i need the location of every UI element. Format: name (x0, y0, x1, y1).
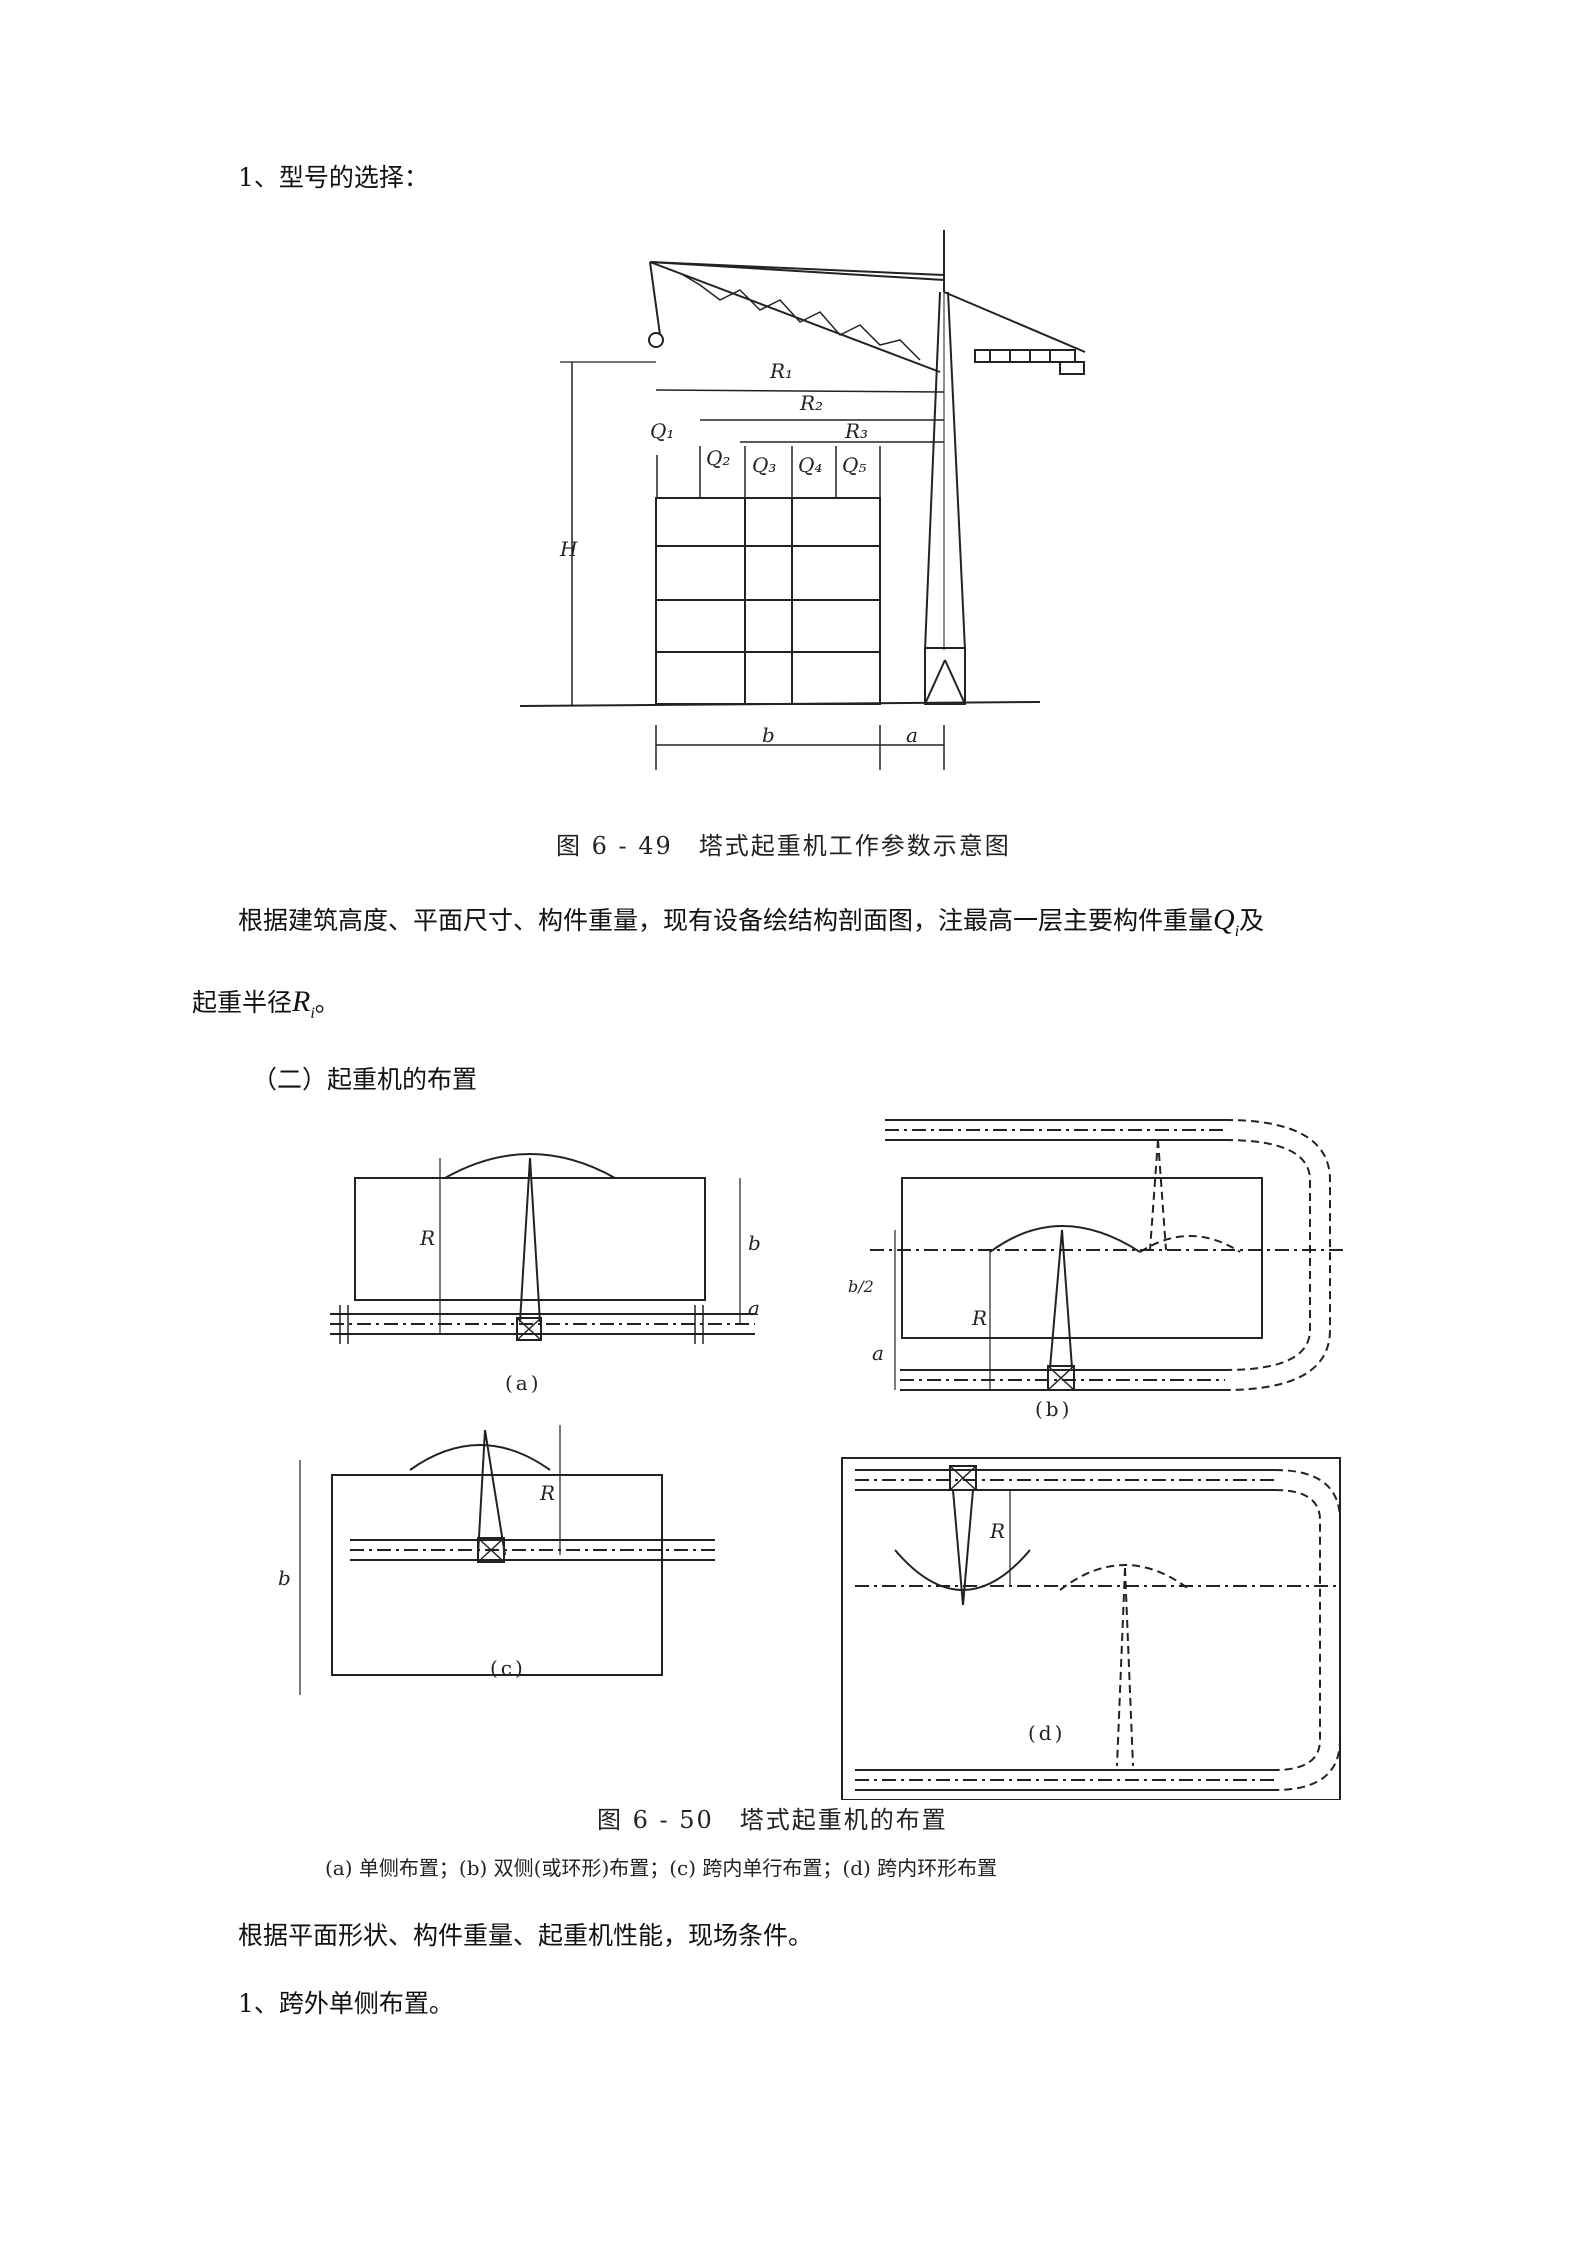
fig50b-label-b-half: b/2 (848, 1277, 874, 1296)
fig50-panel-b: (b) (1035, 1397, 1072, 1421)
figure-6-50-crane-layouts: R b a (a) R b/2 a (b) R b (c) R (d) (278, 1119, 1345, 1800)
fig50c-label-b: b (278, 1566, 291, 1590)
fig50d-label-R: R (989, 1519, 1005, 1543)
fig50a-label-R: R (419, 1226, 435, 1250)
fig50a-label-a: a (748, 1296, 760, 1320)
fig50b-label-a: a (872, 1341, 884, 1365)
figure-6-49-tower-crane-parameters: R₁ R₂ R₃ Q₁ Q₂ Q₃ Q₄ Q₅ H b a (519, 230, 1086, 770)
paragraph-1-tail: 及 (1239, 906, 1265, 935)
paragraph-layout-basis: 根据平面形状、构件重量、起重机性能，现场条件。 (238, 1921, 814, 1950)
fig49-label-a: a (906, 723, 918, 747)
fig50-panel-d: (d) (1028, 1721, 1065, 1745)
paragraph-1-text: 根据建筑高度、平面尺寸、构件重量，现有设备绘结构剖面图，注最高一层主要构件重量 (238, 906, 1214, 935)
fig49-label-Q4: Q₄ (798, 453, 822, 477)
fig49-label-H: H (559, 537, 578, 561)
fig50c-label-R: R (539, 1481, 555, 1505)
fig49-label-R2: R₂ (799, 391, 823, 415)
math-Ri: Ri (292, 985, 315, 1023)
fig49-label-R3: R₃ (844, 419, 868, 443)
fig49-label-R1: R₁ (769, 359, 793, 383)
fig50-panel-c: (c) (490, 1656, 526, 1680)
math-Qi: Qi (1213, 903, 1240, 941)
fig50-panel-a: (a) (505, 1371, 542, 1395)
figure-6-50-subcaption: (a) 单侧布置；(b) 双侧(或环形)布置；(c) 跨内单行布置；(d) 跨内… (325, 1856, 998, 1880)
paragraph-2-text: 起重半径 (192, 988, 293, 1017)
figure-6-50-caption: 图 6 - 50 塔式起重机的布置 (597, 1806, 948, 1834)
heading-crane-layout: （二）起重机的布置 (252, 1065, 478, 1094)
fig49-label-Q5: Q₅ (842, 453, 866, 477)
fig49-label-Q3: Q₃ (752, 453, 776, 477)
paragraph-2-tail: 。 (314, 988, 340, 1017)
fig49-label-Q1: Q₁ (650, 419, 674, 443)
paragraph-radius: 起重半径Ri。 (192, 986, 340, 1030)
heading-single-side-layout: 1、跨外单侧布置。 (238, 1989, 454, 2018)
paragraph-structure-section: 根据建筑高度、平面尺寸、构件重量，现有设备绘结构剖面图，注最高一层主要构件重量Q… (238, 904, 1264, 948)
figure-6-49-caption: 图 6 - 49 塔式起重机工作参数示意图 (556, 832, 1011, 860)
fig50a-label-b: b (748, 1231, 761, 1255)
fig49-label-Q2: Q₂ (706, 446, 730, 470)
fig50b-label-R: R (971, 1306, 987, 1330)
fig49-label-b: b (762, 723, 775, 747)
heading-model-selection: 1、型号的选择： (238, 163, 429, 192)
